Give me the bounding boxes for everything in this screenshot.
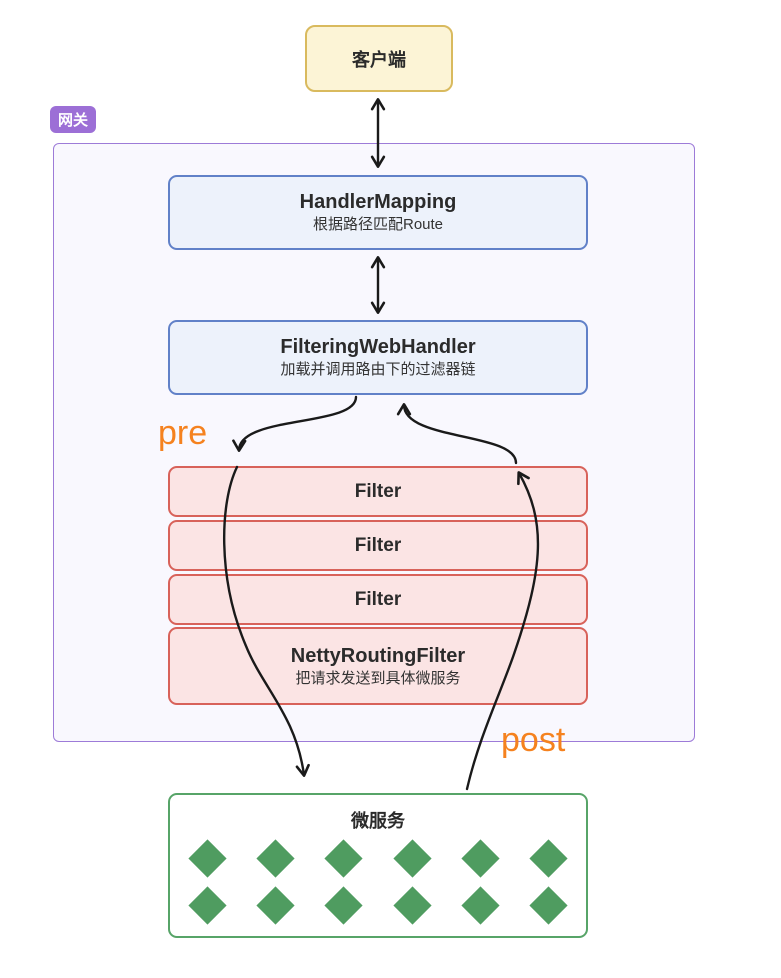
service-instance-diamond-icon (324, 886, 363, 925)
diamond-row-2 (188, 886, 568, 925)
gateway-badge-label: 网关 (58, 112, 89, 129)
handler-mapping-subtitle: 根据路径匹配Route (312, 216, 444, 234)
post-phase-label: post (501, 721, 566, 759)
pre-phase-label: pre (158, 414, 208, 452)
service-instance-diamond-icon (392, 886, 432, 925)
service-instance-diamond-icon (461, 886, 500, 925)
service-instance-diamond-icon (529, 886, 568, 925)
microservice-title: 微服务 (351, 811, 405, 831)
netty-routing-filter-title: NettyRoutingFilter (290, 644, 466, 667)
netty-routing-filter-subtitle: 把请求发送到具体微服务 (295, 669, 461, 687)
service-instance-diamond-icon (392, 839, 432, 878)
microservice-node: 微服务 (168, 793, 588, 938)
service-instance-diamond-icon (529, 839, 568, 878)
filter-node-1: Filter (168, 466, 588, 517)
service-instance-diamond-icon (461, 839, 500, 878)
handler-mapping-title: HandlerMapping (299, 191, 457, 214)
microservice-instances (170, 833, 586, 925)
filter-node-2: Filter (168, 520, 588, 571)
filter-node-3: Filter (168, 574, 588, 625)
client-node-label: 客户端 (352, 49, 406, 70)
gateway-badge: 网关 (50, 106, 97, 133)
filtering-web-handler-subtitle: 加载并调用路由下的过滤器链 (280, 361, 476, 379)
service-instance-diamond-icon (188, 839, 227, 878)
diamond-row-1 (188, 839, 568, 878)
client-node: 客户端 (305, 25, 453, 92)
filtering-web-handler-title: FilteringWebHandler (280, 336, 476, 359)
service-instance-diamond-icon (324, 839, 363, 878)
service-instance-diamond-icon (256, 839, 295, 878)
netty-routing-filter-node: NettyRoutingFilter 把请求发送到具体微服务 (168, 627, 588, 705)
filtering-web-handler-node: FilteringWebHandler 加载并调用路由下的过滤器链 (168, 320, 588, 395)
handler-mapping-node: HandlerMapping 根据路径匹配Route (168, 175, 588, 250)
service-instance-diamond-icon (188, 886, 227, 925)
service-instance-diamond-icon (256, 886, 295, 925)
